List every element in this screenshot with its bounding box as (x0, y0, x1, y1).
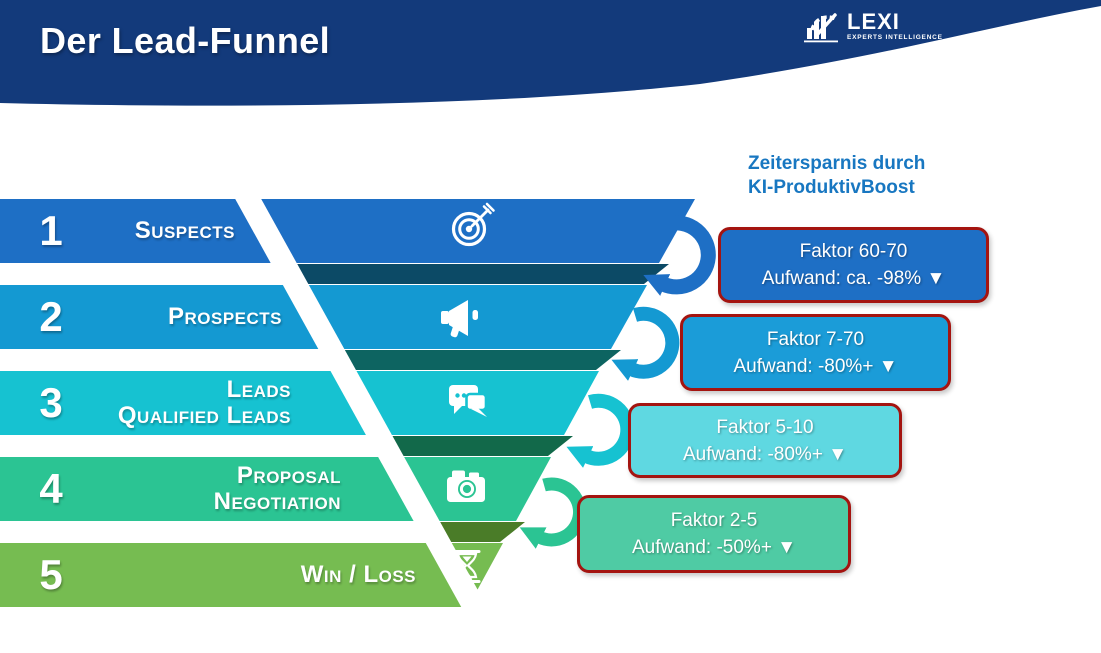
level-1-number: 1 (39, 207, 63, 254)
chat-bubbles-icon (449, 385, 488, 417)
badge-2-effort: Aufwand: -80%+ ▼ (733, 355, 898, 377)
level-1-label-line1: Suspects (134, 217, 235, 244)
badge-4-effort: Aufwand: -50%+ ▼ (631, 537, 797, 558)
badge-1-effort: Aufwand: ca. -98% ▼ (761, 268, 946, 289)
level-4-label-line1: Proposal (236, 462, 341, 489)
funnel-shadow-2 (344, 350, 621, 370)
logo-tagline: EXPERTS INTELLIGENCE (847, 33, 943, 41)
funnel-level-3-band (0, 371, 599, 435)
level-5-number: 5 (39, 551, 63, 598)
level-3-label-line2: Qualified Leads (117, 402, 291, 429)
funnel-level-1-band (0, 199, 695, 263)
annotation-heading-line1: Zeitersparnis durch (748, 153, 926, 174)
camera-icon (447, 470, 485, 502)
hourglass-icon (453, 550, 481, 583)
funnel-shadow-3 (392, 436, 573, 456)
page-title: Der Lead-Funnel (40, 20, 331, 61)
level-1-label: Suspects (0, 199, 235, 263)
badge-factor-proposal: Faktor 2-5 Aufwand: -50%+ ▼ (577, 495, 851, 573)
funnel-level-5-band (0, 543, 503, 607)
badge-1-factor: Faktor 60-70 (799, 241, 908, 262)
badge-4-factor: Faktor 2-5 (670, 510, 758, 531)
badge-3-factor: Faktor 5-10 (716, 416, 814, 438)
level-5-label: Win / Loss (0, 543, 416, 607)
badge-factor-leads: Faktor 5-10 Aufwand: -80%+ ▼ (628, 403, 902, 478)
level-2-label-line1: Prospects (167, 303, 282, 330)
arrow-level3-to-4 (566, 393, 635, 468)
megaphone-icon (441, 300, 478, 338)
arrow-level1-to-2 (643, 215, 716, 296)
target-icon (451, 202, 495, 247)
badge-3-effort: Aufwand: -80%+ ▼ (682, 443, 848, 465)
badge-factor-prospects: Faktor 7-70 Aufwand: -80%+ ▼ (680, 314, 951, 391)
badge-factor-suspects: Faktor 60-70 Aufwand: ca. -98% ▼ (718, 227, 989, 303)
badge-2-factor: Faktor 7-70 (766, 328, 865, 350)
level-2-label: Prospects (0, 285, 282, 349)
level-4-label: Proposal Negotiation (0, 457, 341, 521)
level-2-number: 2 (39, 293, 63, 340)
logo-chart-gauge-icon (804, 13, 839, 43)
annotation-heading-line2: KI-ProduktivBoost (748, 177, 915, 198)
funnel-diagonal-divider (233, 195, 490, 612)
level-4-number: 4 (39, 465, 63, 512)
logo-name: LEXI (847, 8, 900, 34)
level-4-label-line2: Negotiation (213, 488, 341, 515)
funnel-shadow-1 (297, 264, 669, 284)
company-logo: LEXI EXPERTS INTELLIGENCE (804, 8, 943, 44)
arrow-level4-to-5 (519, 477, 587, 549)
level-3-label: Leads Qualified Leads (0, 371, 291, 435)
annotation-heading: Zeitersparnis durch KI-ProduktivBoost (748, 152, 925, 200)
funnel-shadow-4 (440, 522, 525, 542)
level-3-number: 3 (39, 379, 63, 426)
level-5-label-line1: Win / Loss (300, 561, 416, 588)
level-3-label-line1: Leads (226, 376, 291, 403)
arrow-level2-to-3 (611, 306, 680, 381)
